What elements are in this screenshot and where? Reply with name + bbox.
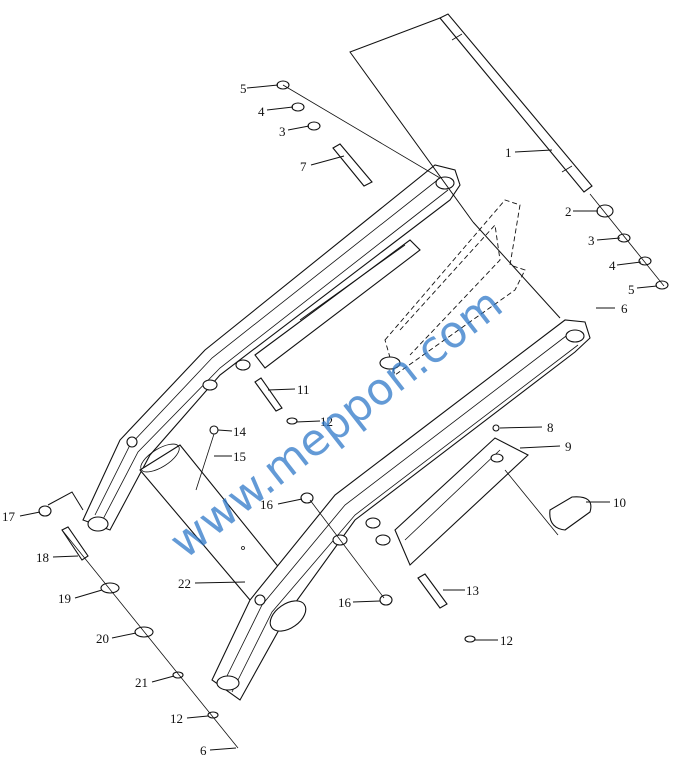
callout-19: 19 bbox=[58, 591, 71, 606]
nut-5 bbox=[655, 280, 669, 290]
callout-5: 5 bbox=[628, 282, 635, 297]
washer-19 bbox=[100, 582, 120, 594]
callout-6-bottom: 6 bbox=[200, 743, 207, 758]
bushing-16-b bbox=[379, 594, 393, 606]
upper-swing-arm bbox=[82, 164, 461, 532]
callout-4-top: 4 bbox=[258, 104, 265, 119]
callout-6: 6 bbox=[621, 301, 628, 316]
bushing-17 bbox=[38, 505, 52, 517]
callout-8: 8 bbox=[547, 420, 554, 435]
nut-14 bbox=[209, 425, 219, 435]
callout-14: 14 bbox=[233, 424, 247, 439]
pin-13 bbox=[417, 573, 448, 609]
dashed-rear-bracket bbox=[379, 199, 526, 376]
leader-lines bbox=[19, 84, 658, 751]
pin-11 bbox=[254, 377, 283, 412]
callout-labels: 1 2 3 4 5 6 5 4 3 7 8 9 10 11 12 12 12 1… bbox=[2, 81, 635, 758]
callout-11: 11 bbox=[297, 382, 310, 397]
rod-1 bbox=[439, 13, 593, 193]
washer-4 bbox=[638, 256, 652, 266]
washer-3-top bbox=[307, 121, 321, 131]
washer-4-top bbox=[291, 102, 305, 112]
callout-7: 7 bbox=[300, 159, 307, 174]
ring-12-right bbox=[464, 635, 476, 643]
ring-12-mid bbox=[286, 417, 298, 425]
callout-16-a: 16 bbox=[260, 497, 274, 512]
callout-15: 15 bbox=[233, 449, 246, 464]
pin-18 bbox=[61, 526, 89, 561]
bracket-9 bbox=[394, 437, 529, 566]
callout-1: 1 bbox=[505, 145, 512, 160]
callout-2: 2 bbox=[565, 204, 572, 219]
callout-12-mid: 12 bbox=[320, 414, 333, 429]
callout-20: 20 bbox=[96, 631, 109, 646]
callout-21: 21 bbox=[135, 675, 148, 690]
bolt-8 bbox=[492, 424, 500, 432]
callout-9: 9 bbox=[565, 439, 572, 454]
spacer-2 bbox=[596, 204, 614, 218]
callout-16-b: 16 bbox=[338, 595, 352, 610]
ring-21 bbox=[172, 671, 184, 679]
callout-17: 17 bbox=[2, 509, 16, 524]
callout-12-right: 12 bbox=[500, 633, 513, 648]
callout-13: 13 bbox=[466, 583, 479, 598]
callout-10: 10 bbox=[613, 495, 626, 510]
callout-3-top: 3 bbox=[279, 124, 286, 139]
bushing-7 bbox=[332, 143, 373, 187]
callout-22: 22 bbox=[178, 576, 191, 591]
callout-12-bottom: 12 bbox=[170, 711, 183, 726]
callout-18: 18 bbox=[36, 550, 49, 565]
callout-3: 3 bbox=[588, 233, 595, 248]
callout-5-top: 5 bbox=[240, 81, 247, 96]
cap-10 bbox=[549, 496, 592, 531]
callout-4: 4 bbox=[609, 258, 616, 273]
